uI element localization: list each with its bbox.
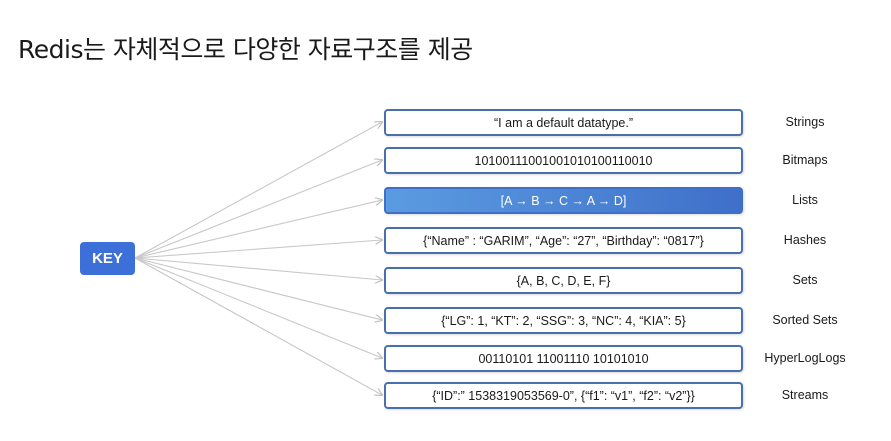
value-box-streams: {“ID”:” 1538319053569-0”, {“f1”: “v1”, “… — [384, 382, 743, 409]
value-box-hyperloglogs: 00110101 11001110 10101010 — [384, 345, 743, 372]
key-box: KEY — [80, 242, 135, 275]
type-row-bitmaps: 10100111001001010100110010 — [384, 147, 743, 174]
type-row-sets: {A, B, C, D, E, F} — [384, 267, 743, 294]
type-row-strings: “I am a default datatype.” — [384, 109, 743, 136]
value-box-sets: {A, B, C, D, E, F} — [384, 267, 743, 294]
connector-arrow-sets — [134, 257, 382, 280]
type-label-sets: Sets — [792, 273, 818, 287]
value-box-hashes: {“Name” : “GARIM”, “Age”: “27”, “Birthda… — [384, 227, 743, 254]
connector-arrow-sorted-sets — [134, 257, 382, 320]
connector-arrow-strings — [134, 122, 382, 259]
connector-arrow-lists — [134, 200, 382, 259]
value-box-bitmaps: 10100111001001010100110010 — [384, 147, 743, 174]
connector-arrow-bitmaps — [134, 160, 382, 259]
type-row-lists: [A → B → C → A → D] — [384, 187, 743, 214]
type-label-streams: Streams — [781, 388, 829, 402]
type-label-lists: Lists — [792, 193, 818, 207]
value-box-sorted-sets: {“LG”: 1, “KT”: 2, “SSG”: 3, “NC”: 4, “K… — [384, 307, 743, 334]
type-row-hashes: {“Name” : “GARIM”, “Age”: “27”, “Birthda… — [384, 227, 743, 254]
connector-arrow-hashes — [134, 240, 382, 259]
value-box-strings: “I am a default datatype.” — [384, 109, 743, 136]
type-row-sorted-sets: {“LG”: 1, “KT”: 2, “SSG”: 3, “NC”: 4, “K… — [384, 307, 743, 334]
type-label-sorted-sets: Sorted Sets — [772, 313, 838, 327]
type-label-strings: Strings — [785, 115, 825, 129]
connector-arrow-hyperloglogs — [134, 257, 382, 358]
type-label-hyperloglogs: HyperLogLogs — [764, 351, 846, 365]
value-box-lists: [A → B → C → A → D] — [384, 187, 743, 214]
page-title: Redis는 자체적으로 다양한 자료구조를 제공 — [18, 35, 473, 64]
type-row-hyperloglogs: 00110101 11001110 10101010 — [384, 345, 743, 372]
type-label-hashes: Hashes — [783, 233, 827, 247]
type-label-bitmaps: Bitmaps — [782, 153, 828, 167]
type-row-streams: {“ID”:” 1538319053569-0”, {“f1”: “v1”, “… — [384, 382, 743, 409]
connector-arrow-streams — [134, 257, 382, 395]
